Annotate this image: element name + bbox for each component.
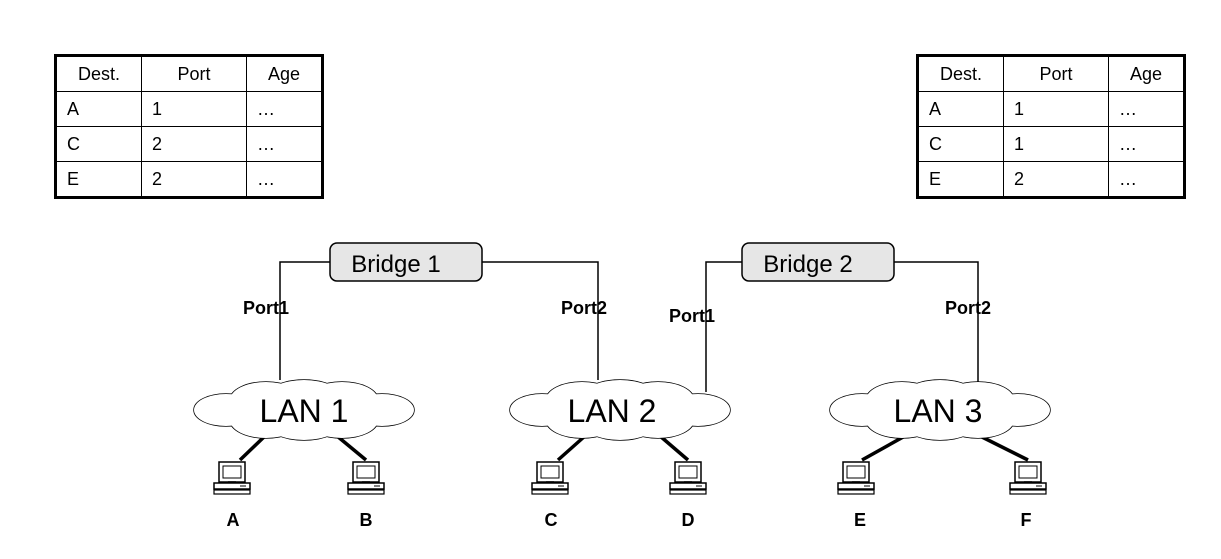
host-label: D	[682, 510, 695, 530]
host-d: D	[669, 461, 707, 530]
bridge-1-links	[279, 261, 599, 380]
host-label: B	[360, 510, 373, 530]
bridge-2: Bridge 2	[741, 242, 895, 282]
lan-label: LAN 2	[568, 393, 657, 429]
desktop-computer-icon	[213, 461, 251, 495]
lan-3-cloud-icon: LAN 3	[829, 379, 1051, 441]
host-c: C	[531, 461, 569, 530]
lan-1-cloud-icon: LAN 1	[193, 379, 415, 441]
bridge-label: Bridge 2	[763, 251, 852, 278]
table-cell: …	[246, 161, 323, 198]
bridge-2-forwarding-table: Dest. Port Age A 1 … C 1 … E 2 …	[916, 54, 1186, 199]
bridge-label: Bridge 1	[351, 251, 440, 278]
host-a: A	[213, 461, 251, 530]
lan-2-cloud-icon: LAN 2	[509, 379, 731, 441]
table-cell: E	[55, 161, 142, 198]
column-header: Age	[246, 55, 323, 92]
table-cell: …	[1108, 91, 1185, 127]
host-label: E	[854, 510, 866, 530]
host-f: F	[1009, 461, 1047, 530]
host-label: A	[227, 510, 240, 530]
table-cell: E	[917, 161, 1004, 198]
host-links	[238, 434, 1029, 462]
table-cell: …	[1108, 161, 1185, 198]
table-row: C 1 …	[917, 126, 1185, 162]
table-cell: …	[1108, 126, 1185, 162]
port-label: Port1	[669, 306, 715, 326]
desktop-computer-icon	[347, 461, 385, 495]
host-label: C	[545, 510, 558, 530]
table-cell: …	[246, 91, 323, 127]
host-label: F	[1021, 510, 1032, 530]
forwarding-table: Dest. Port Age A 1 … C 2 … E 2 …	[54, 54, 324, 199]
bridge-1: Bridge 1	[329, 242, 483, 282]
desktop-computer-icon	[1009, 461, 1047, 495]
table-row: E 2 …	[55, 161, 323, 198]
port-label: Port2	[945, 298, 991, 318]
table-cell: 2	[141, 161, 247, 198]
table-cell: 2	[1003, 161, 1109, 198]
desktop-computer-icon	[531, 461, 569, 495]
forwarding-table: Dest. Port Age A 1 … C 1 … E 2 …	[916, 54, 1186, 199]
lan-label: LAN 3	[894, 393, 983, 429]
desktop-computer-icon	[669, 461, 707, 495]
table-row: E 2 …	[917, 161, 1185, 198]
table-cell: C	[55, 126, 142, 162]
table-cell: 1	[1003, 91, 1109, 127]
table-row: A 1 …	[917, 91, 1185, 127]
table-cell: 1	[1003, 126, 1109, 162]
column-header: Age	[1108, 55, 1185, 92]
bridge-2-links	[705, 261, 979, 392]
desktop-computer-icon	[837, 461, 875, 495]
lan-label: LAN 1	[260, 393, 349, 429]
port-label: Port2	[561, 298, 607, 318]
host-e: E	[837, 461, 875, 530]
column-header: Dest.	[917, 55, 1004, 92]
bridge-1-forwarding-table: Dest. Port Age A 1 … C 2 … E 2 …	[54, 54, 324, 199]
table-row: A 1 …	[55, 91, 323, 127]
port-label: Port1	[243, 298, 289, 318]
host-b: B	[347, 461, 385, 530]
